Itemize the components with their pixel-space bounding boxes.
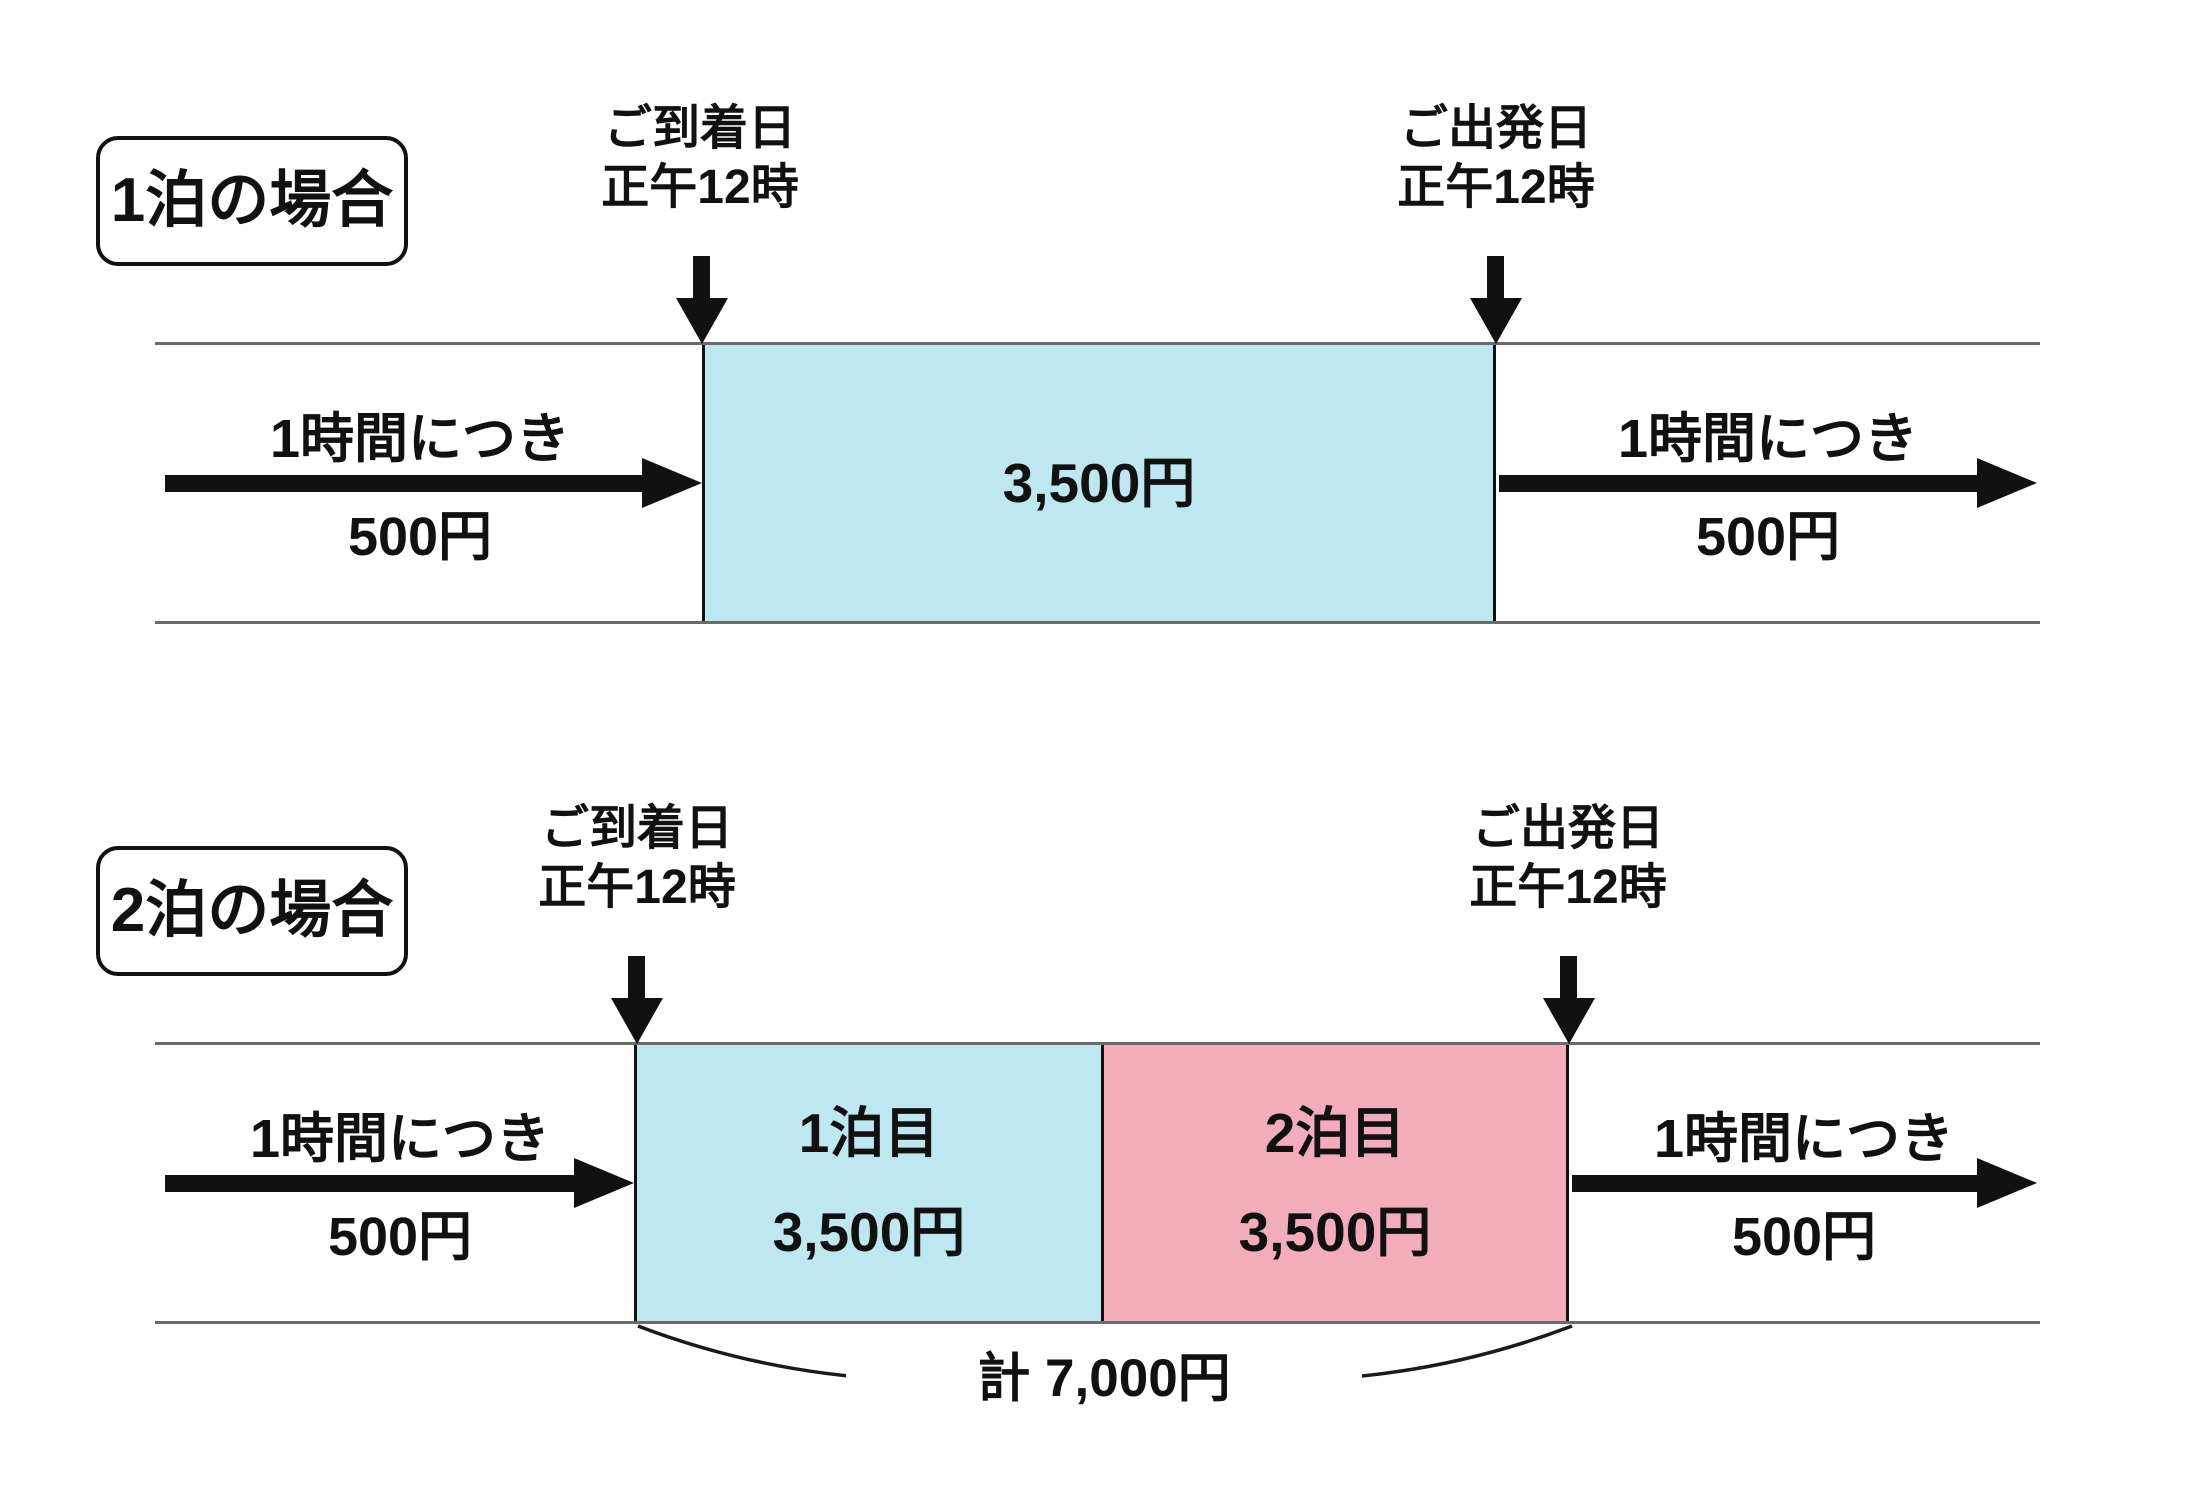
arrow-shaft xyxy=(165,475,643,492)
night-2-price: 3,500円 xyxy=(1238,1200,1432,1263)
case-label-two-nights-text: 2泊の場合 xyxy=(110,876,394,945)
arrow-head xyxy=(611,998,663,1044)
case-label-one-night: 1泊の場合 xyxy=(96,136,408,266)
arrow-head xyxy=(574,1158,634,1208)
arrow-shaft xyxy=(1560,956,1577,1002)
arrival-time-label-1: ご到着日 正午12時 xyxy=(500,100,900,217)
arrow-shaft xyxy=(1487,256,1504,302)
hourly-price-label: 500円 xyxy=(327,1207,473,1267)
arrow-head xyxy=(1977,1158,2037,1208)
timeline-bottom-line-1 xyxy=(155,621,2040,624)
hourly-price-label: 500円 xyxy=(1731,1207,1877,1267)
arrival-hour-text: 正午12時 xyxy=(538,860,736,914)
stay-price-text: 3,500円 xyxy=(1002,451,1196,514)
timeline-top-line-2 xyxy=(155,1042,2040,1045)
hourly-rate-label: 1時間につき xyxy=(1617,409,1919,469)
arrow-head xyxy=(642,458,702,508)
night-1-label: 1泊目 xyxy=(798,1101,940,1164)
total-price-label: 計 7,000円 xyxy=(846,1352,1362,1405)
arrow-shaft xyxy=(1572,1175,1977,1192)
departure-hour-text: 正午12時 xyxy=(1397,160,1595,214)
hourly-rate-label: 1時間につき xyxy=(1653,1109,1955,1169)
night-1-block: 1泊目 3,500円 xyxy=(634,1042,1104,1323)
departure-day-text: ご出発日 xyxy=(1471,802,1664,855)
departure-time-label-1: ご出発日 正午12時 xyxy=(1296,100,1696,217)
stay-charge-block-one-night: 3,500円 xyxy=(702,342,1496,624)
case-label-two-nights: 2泊の場合 xyxy=(96,846,408,976)
arrival-time-label-2: ご到着日 正午12時 xyxy=(437,800,837,917)
night-2-label: 2泊目 xyxy=(1264,1101,1406,1164)
arrow-shaft xyxy=(628,956,645,1002)
arrival-day-text: ご到着日 xyxy=(603,102,796,155)
hourly-rate-label: 1時間につき xyxy=(269,409,571,469)
arrow-shaft xyxy=(165,1175,575,1192)
arrow-shaft xyxy=(1499,475,1977,492)
arrow-shaft xyxy=(693,256,710,302)
departure-day-text: ご出発日 xyxy=(1399,102,1592,155)
arrow-head xyxy=(676,298,728,344)
timeline-top-line-1 xyxy=(155,342,2040,345)
departure-time-label-2: ご出発日 正午12時 xyxy=(1368,800,1768,917)
arrival-day-text: ご到着日 xyxy=(540,802,733,855)
timeline-bottom-line-2 xyxy=(155,1321,2040,1324)
departure-hour-text: 正午12時 xyxy=(1469,860,1667,914)
case-label-one-night-text: 1泊の場合 xyxy=(110,166,394,235)
night-2-block: 2泊目 3,500円 xyxy=(1104,1042,1569,1323)
hourly-price-label: 500円 xyxy=(1695,507,1841,567)
arrow-head xyxy=(1470,298,1522,344)
arrow-head xyxy=(1543,998,1595,1044)
night-1-price: 3,500円 xyxy=(772,1200,966,1263)
hourly-rate-label: 1時間につき xyxy=(249,1109,551,1169)
arrival-hour-text: 正午12時 xyxy=(601,160,799,214)
arrow-head xyxy=(1977,458,2037,508)
hourly-price-label: 500円 xyxy=(347,507,493,567)
